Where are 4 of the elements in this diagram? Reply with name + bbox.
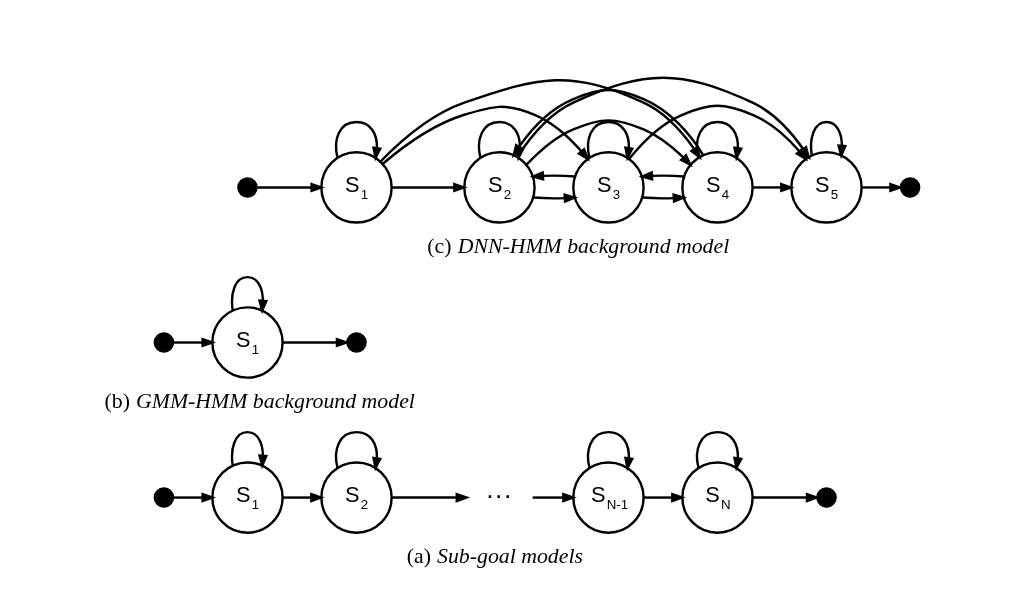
label: (a) Sub-goal models [406, 544, 583, 569]
label: (b) GMM-HMM background model [104, 389, 415, 414]
node-text: ··· [485, 480, 513, 511]
label: (c) DNN-HMM background model [427, 234, 730, 259]
